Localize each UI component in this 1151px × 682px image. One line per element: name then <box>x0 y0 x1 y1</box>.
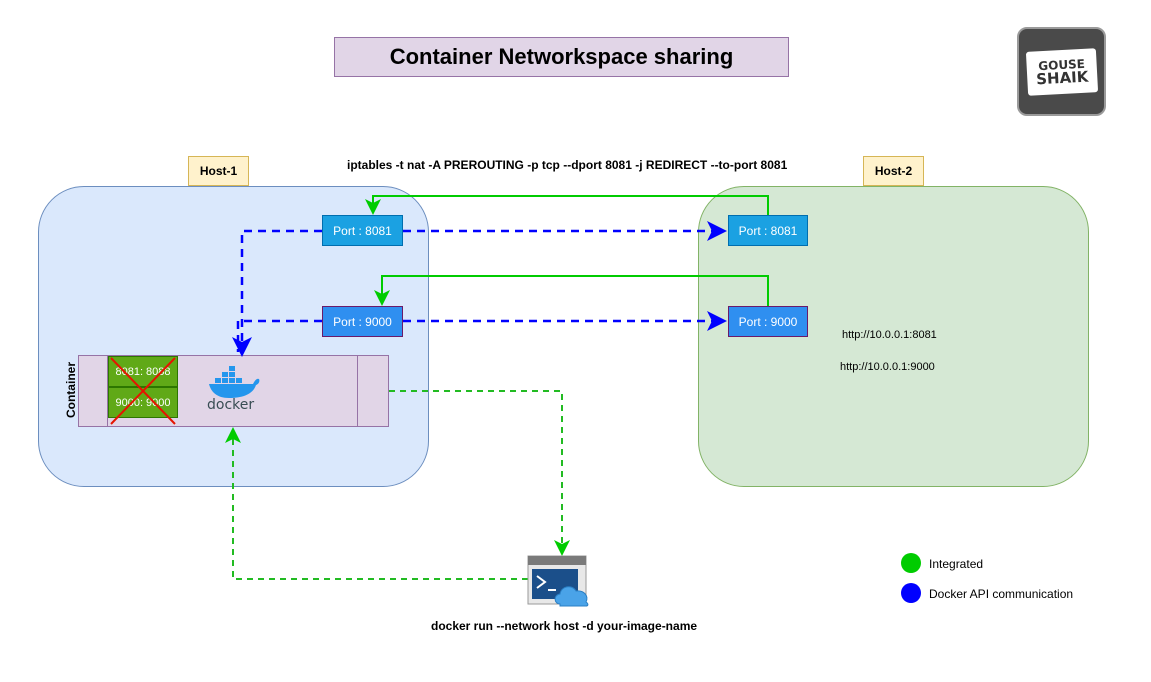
container-divider-right <box>357 355 358 427</box>
host-2-port-8081: Port : 8081 <box>728 215 808 246</box>
host-2-label: Host-2 <box>863 156 924 186</box>
docker-logo-text: docker <box>207 397 255 413</box>
docker-run-command: docker run --network host -d your-image-… <box>431 619 698 633</box>
container-divider-left <box>107 355 108 427</box>
green-link-8081 <box>365 195 769 215</box>
host-1-port-9000: Port : 9000 <box>322 306 403 337</box>
green-dashed-container-to-terminal <box>389 390 570 556</box>
legend-docker-api-label: Docker API communication <box>929 587 1074 601</box>
host-1-port-8081: Port : 8081 <box>322 215 403 246</box>
cloud-shell-terminal-icon <box>527 555 589 607</box>
gouse-shaik-logo: GOUSE SHAIK <box>1017 27 1106 116</box>
legend-integrated-label: Integrated <box>929 557 984 571</box>
legend-docker-api-dot <box>901 583 921 603</box>
url-9000: http://10.0.0.1:9000 <box>840 361 935 373</box>
red-cross-icon <box>110 357 176 425</box>
diagram-title: Container Networkspace sharing <box>334 37 789 77</box>
iptables-command: iptables -t nat -A PREROUTING -p tcp --d… <box>347 158 788 172</box>
url-8081: http://10.0.0.1:8081 <box>842 329 937 341</box>
blue-link-9000-to-container <box>236 319 322 352</box>
host-1-label: Host-1 <box>188 156 249 186</box>
legend-integrated-dot <box>901 553 921 573</box>
docker-whale-icon <box>209 366 260 398</box>
blue-link-8081-to-container <box>232 229 322 357</box>
port-mapping-8081: 8081: 8088 <box>108 356 178 387</box>
green-link-9000 <box>374 275 769 306</box>
host-2-port-9000: Port : 9000 <box>728 306 808 337</box>
green-dashed-terminal-to-container <box>225 427 528 580</box>
